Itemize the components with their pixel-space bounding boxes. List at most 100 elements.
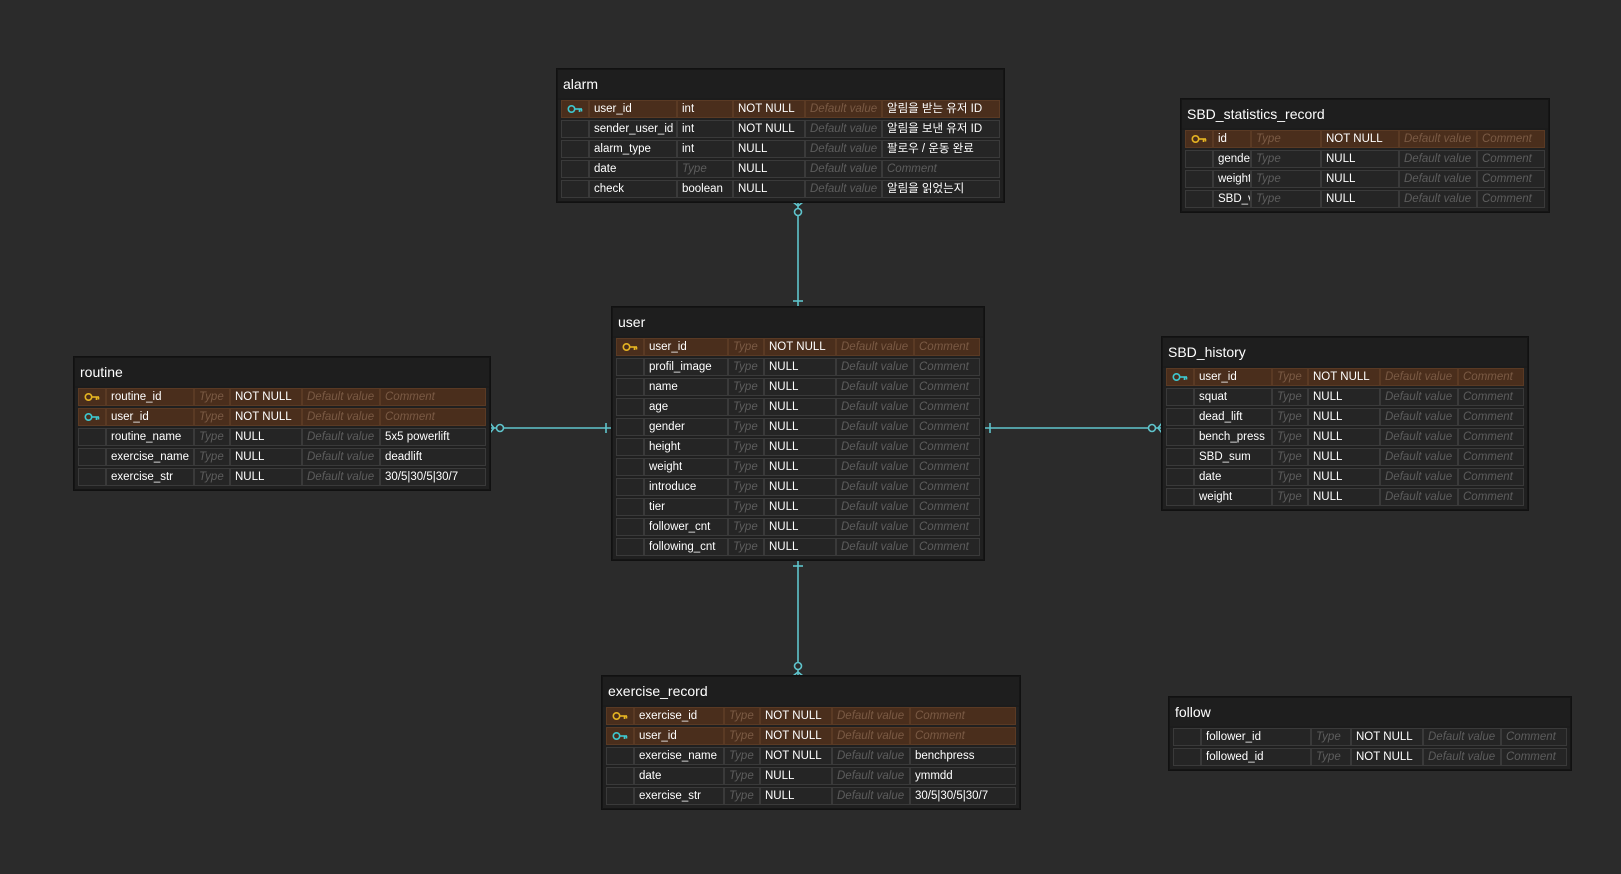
column-comment[interactable]: 알림을 보낸 유저 ID — [882, 120, 1000, 138]
column-default[interactable]: Default value — [805, 120, 882, 138]
column-default[interactable]: Default value — [302, 408, 380, 426]
column-default[interactable]: Default value — [832, 787, 910, 805]
column-nullable[interactable]: NULL — [1321, 170, 1399, 188]
column-nullable[interactable]: NULL — [733, 160, 805, 178]
column-type[interactable]: boolean — [677, 180, 733, 198]
column-default[interactable]: Default value — [1399, 150, 1477, 168]
column-default[interactable]: Default value — [832, 707, 910, 725]
column-type[interactable]: Type — [194, 448, 230, 466]
column-type[interactable]: Type — [728, 398, 764, 416]
column-default[interactable]: Default value — [1380, 488, 1458, 506]
column-nullable[interactable]: NULL — [764, 418, 836, 436]
column-default[interactable]: Default value — [836, 358, 914, 376]
column-type[interactable]: Type — [194, 468, 230, 486]
column-nullable[interactable]: NULL — [1308, 488, 1380, 506]
column-nullable[interactable]: NULL — [760, 787, 832, 805]
column-default[interactable]: Default value — [1380, 448, 1458, 466]
column-nullable[interactable]: NULL — [1321, 150, 1399, 168]
column-comment[interactable]: 알림을 받는 유저 ID — [882, 100, 1000, 118]
column-nullable[interactable]: NOT NULL — [230, 408, 302, 426]
column-type[interactable]: Type — [194, 388, 230, 406]
column-default[interactable]: Default value — [832, 747, 910, 765]
column-type[interactable]: Type — [194, 428, 230, 446]
column-name[interactable]: gender — [1213, 150, 1251, 168]
column-comment[interactable]: ymmdd — [910, 767, 1016, 785]
column-default[interactable]: Default value — [1399, 130, 1477, 148]
column-nullable[interactable]: NOT NULL — [733, 100, 805, 118]
column-name[interactable]: bench_press — [1194, 428, 1272, 446]
column-name[interactable]: exercise_str — [634, 787, 724, 805]
column-nullable[interactable]: NULL — [764, 378, 836, 396]
column-default[interactable]: Default value — [1380, 468, 1458, 486]
column-comment[interactable]: 알림을 읽었는지 — [882, 180, 1000, 198]
column-nullable[interactable]: NULL — [733, 140, 805, 158]
column-name[interactable]: weight — [1213, 170, 1251, 188]
column-comment[interactable]: Comment — [914, 338, 980, 356]
column-name[interactable]: check — [589, 180, 677, 198]
column-nullable[interactable]: NULL — [764, 478, 836, 496]
table-title[interactable]: user — [613, 308, 983, 336]
column-comment[interactable]: Comment — [1477, 150, 1545, 168]
column-type[interactable]: int — [677, 140, 733, 158]
column-default[interactable]: Default value — [805, 140, 882, 158]
column-type[interactable]: Type — [1272, 428, 1308, 446]
column-default[interactable]: Default value — [836, 438, 914, 456]
column-name[interactable]: follower_cnt — [644, 518, 728, 536]
column-nullable[interactable]: NULL — [764, 518, 836, 536]
column-type[interactable]: Type — [724, 707, 760, 725]
column-name[interactable]: date — [1194, 468, 1272, 486]
column-name[interactable]: user_id — [589, 100, 677, 118]
column-type[interactable]: Type — [1251, 150, 1321, 168]
column-type[interactable]: Type — [728, 438, 764, 456]
column-nullable[interactable]: NOT NULL — [1308, 368, 1380, 386]
column-default[interactable]: Default value — [836, 518, 914, 536]
column-comment[interactable]: Comment — [914, 398, 980, 416]
column-name[interactable]: SBD_volume — [1213, 190, 1251, 208]
column-nullable[interactable]: NOT NULL — [764, 338, 836, 356]
column-name[interactable]: weight — [644, 458, 728, 476]
column-nullable[interactable]: NOT NULL — [760, 747, 832, 765]
column-comment[interactable]: Comment — [914, 538, 980, 556]
column-type[interactable]: Type — [728, 418, 764, 436]
column-default[interactable]: Default value — [1399, 170, 1477, 188]
column-comment[interactable]: Comment — [882, 160, 1000, 178]
column-default[interactable]: Default value — [1423, 728, 1501, 746]
column-default[interactable]: Default value — [836, 418, 914, 436]
column-name[interactable]: tier — [644, 498, 728, 516]
column-default[interactable]: Default value — [836, 398, 914, 416]
table-title[interactable]: routine — [75, 358, 489, 386]
column-comment[interactable]: Comment — [1477, 190, 1545, 208]
column-type[interactable]: Type — [728, 518, 764, 536]
column-nullable[interactable]: NULL — [760, 767, 832, 785]
column-nullable[interactable]: NULL — [733, 180, 805, 198]
column-comment[interactable]: Comment — [914, 518, 980, 536]
column-comment[interactable]: Comment — [380, 408, 486, 426]
column-comment[interactable]: Comment — [1477, 170, 1545, 188]
column-name[interactable]: exercise_name — [106, 448, 194, 466]
column-name[interactable]: age — [644, 398, 728, 416]
column-type[interactable]: Type — [728, 498, 764, 516]
column-name[interactable]: dead_lift — [1194, 408, 1272, 426]
column-type[interactable]: Type — [724, 787, 760, 805]
column-default[interactable]: Default value — [805, 100, 882, 118]
column-default[interactable]: Default value — [805, 160, 882, 178]
column-type[interactable]: Type — [194, 408, 230, 426]
column-name[interactable]: follower_id — [1201, 728, 1311, 746]
column-nullable[interactable]: NOT NULL — [1351, 748, 1423, 766]
